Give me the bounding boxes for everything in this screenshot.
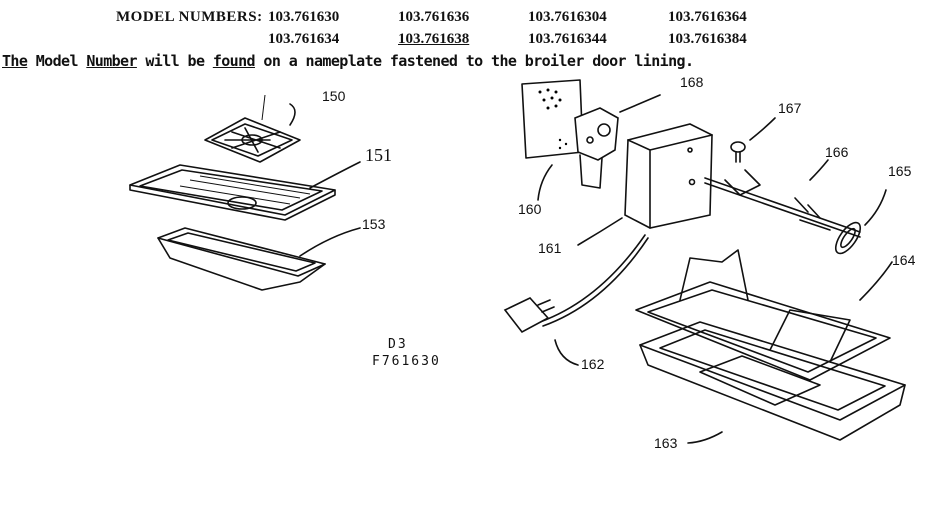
model-number: 103.761634: [268, 31, 340, 47]
switch-168: [574, 94, 661, 189]
spit-handle-165: [834, 189, 887, 255]
callout-167: 167: [778, 100, 802, 116]
model-number: 103.7616364: [668, 9, 747, 25]
rotisserie-motor-161: [577, 123, 713, 246]
power-cord-162: [503, 234, 649, 366]
model-number: 103.761630: [268, 9, 340, 25]
callout-165: 165: [888, 163, 912, 179]
model-number: 103.7616344: [528, 31, 607, 47]
callout-168: 168: [680, 74, 704, 90]
mounting-plate-160: [521, 79, 584, 201]
note-word: will be: [145, 52, 205, 70]
broiler-pan-153: [157, 227, 361, 291]
broiler-pan-insert-151: [129, 161, 361, 221]
model-number: 103.761638: [398, 31, 470, 47]
model-number: 103.761636: [398, 9, 470, 25]
screw-167: [730, 117, 776, 163]
broiler-grate-150: [204, 94, 301, 163]
spit-166: [704, 159, 861, 238]
nameplate-note: The Model Number will be found on a name…: [2, 52, 694, 70]
roasting-rack-164: [635, 249, 893, 381]
callout-150: 150: [322, 88, 346, 104]
diagram-code-line1: D3: [388, 337, 408, 352]
callout-166: 166: [825, 144, 849, 160]
model-number: 103.7616384: [668, 31, 747, 47]
callout-163: 163: [654, 435, 678, 451]
drip-tray-163: [639, 321, 906, 444]
note-word: Number: [86, 52, 137, 70]
model-numbers-label: MODEL NUMBERS:: [116, 9, 263, 25]
note-word: The: [2, 52, 28, 70]
callout-164: 164: [892, 252, 916, 268]
callout-161: 161: [538, 240, 562, 256]
callout-160: 160: [518, 201, 542, 217]
callout-153: 153: [362, 216, 386, 232]
note-word: found: [212, 52, 256, 70]
callout-151: 151: [365, 145, 392, 165]
model-number: 103.7616304: [528, 9, 607, 25]
diagram-code-line2: F761630: [372, 354, 441, 369]
note-word: on a nameplate fastened to the broiler d…: [263, 52, 694, 70]
callout-162: 162: [581, 356, 605, 372]
note-word: Model: [35, 52, 79, 70]
